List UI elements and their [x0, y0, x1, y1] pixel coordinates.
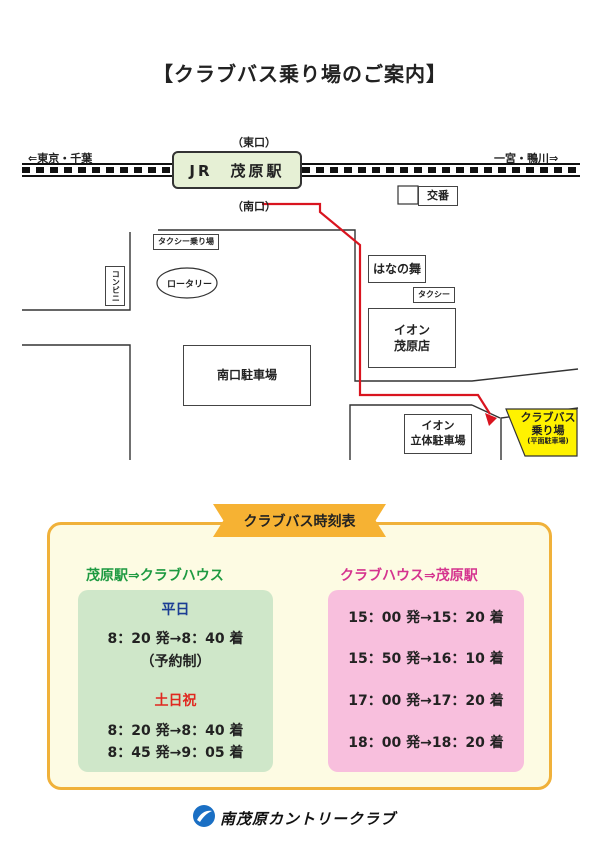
return-time-3: 17：00 発→17：20 着: [348, 693, 504, 709]
koban-square: [397, 185, 419, 205]
direction-kamogawa: 一宮・鴨川⇒: [494, 152, 559, 165]
aeon-parking: イオン 立体駐車場: [404, 414, 472, 454]
hananomai-restaurant: はなの舞: [368, 255, 426, 283]
return-time-1: 15：00 発→15：20 着: [348, 610, 504, 626]
aeon-parking-line1: イオン: [421, 419, 455, 433]
holiday-time-2: 8：45 発→9：05 着: [107, 745, 244, 761]
station-name: JR 茂原駅: [172, 151, 302, 189]
return-time-2: 15：50 発→16：10 着: [348, 651, 504, 667]
left-heading: 茂原駅⇒クラブハウス: [86, 568, 224, 584]
bus-stop-line3: (平面駐車場): [527, 437, 569, 446]
bus-stop-line2: 乗り場: [531, 424, 565, 438]
access-map: [22, 163, 580, 460]
bus-route-line: [262, 202, 491, 415]
koban-label: 交番: [418, 186, 458, 206]
club-name: 南茂原カントリークラブ: [220, 810, 397, 828]
weekday-label: 平日: [161, 602, 190, 618]
aeon-store: イオン 茂原店: [368, 308, 456, 368]
rotary-oval: [156, 267, 218, 299]
bus-stop-line1: クラブバス: [520, 411, 576, 424]
weekday-time-1: 8：20 発→8：40 着: [107, 631, 244, 647]
east-exit-label: （東口）: [232, 136, 276, 149]
aeon-parking-line2: 立体駐車場: [410, 434, 466, 447]
right-heading: クラブハウス⇒茂原駅: [340, 568, 478, 584]
return-time-4: 18：00 発→18：20 着: [348, 735, 504, 751]
aeon-store-line1: イオン: [393, 322, 430, 337]
bus-stop-label: クラブバス 乗り場 (平面駐車場): [516, 411, 580, 446]
bus-stop-marker: [505, 408, 578, 457]
page-title: 【クラブバス乗り場のご案内】: [153, 62, 447, 86]
holiday-label: 土日祝: [154, 693, 197, 709]
swoosh-logo-icon: [193, 805, 215, 827]
timetable-ribbon: クラブバス時刻表: [213, 504, 386, 537]
outbound-card: 平日 8：20 発→8：40 着 （予約制） 土日祝 8：20 発→8：40 着…: [78, 590, 273, 772]
south-exit-label: （南口）: [232, 200, 276, 213]
taxi-stand-label: タクシー乗り場: [153, 234, 219, 250]
return-card: 15：00 発→15：20 着 15：50 発→16：10 着 17：00 発→…: [328, 590, 524, 772]
holiday-time-1: 8：20 発→8：40 着: [107, 723, 244, 739]
taxi-label: タクシー: [413, 287, 455, 303]
aeon-store-line2: 茂原店: [393, 339, 430, 353]
route-arrow-icon: [485, 413, 497, 426]
convenience-store: コンビニ: [105, 266, 125, 306]
south-parking: 南口駐車場: [183, 345, 311, 406]
weekday-time-2: （予約制）: [140, 654, 211, 670]
rotary-label: ロータリー: [167, 280, 213, 290]
timetable-panel: 茂原駅⇒クラブハウス クラブハウス⇒茂原駅 平日 8：20 発→8：40 着 （…: [47, 522, 552, 790]
direction-tokyo: ⇐東京・千葉: [28, 152, 93, 165]
